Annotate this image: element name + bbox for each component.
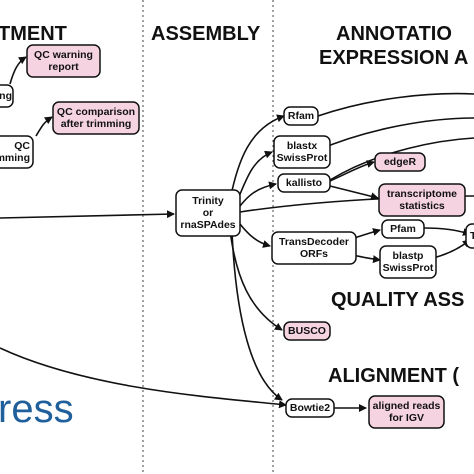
transcriptome-statistics-box[interactable] [378,183,466,217]
node-label-line: mming [0,152,30,164]
node-label-line: TransDecoder [279,236,349,248]
node-label-line: QC warning [34,49,93,61]
node-label-line: Bowtie2 [290,402,330,414]
node-label-line: edgeR [384,156,417,168]
section-quality-heading: QUALITY ASS [331,289,464,311]
t-fragment-label: T [470,230,474,242]
node-label-line: blastp [393,250,424,262]
node-label-line: QC [14,140,30,152]
blastp-box[interactable] [379,245,437,279]
node-label-line: transcriptome [387,188,457,200]
section-treatment-heading: TMENT [0,23,67,45]
node-label-line: QC comparison [57,106,135,118]
node-label-line: blastx [287,140,318,152]
busco-box[interactable] [283,321,331,341]
edger-label: edgeR [384,156,417,168]
nodes [0,44,474,429]
node-label-line: Trinity [192,195,224,207]
qc-trimming-box[interactable] [0,135,34,169]
node-label-line: for IGV [389,412,424,424]
section-alignment-heading: ALIGNMENT ( [328,365,459,387]
node-label-line: rnaSPAdes [180,219,235,231]
kallisto-label: kallisto [286,177,322,189]
edger-box[interactable] [374,152,426,172]
qc-warning-report-box[interactable] [26,44,101,78]
node-label-line: SwissProt [383,262,434,274]
node-label-line: SwissProt [277,152,328,164]
node-label-line: statistics [399,200,445,212]
busco-label: BUSCO [288,325,326,337]
node-label-line: BUSCO [288,325,326,337]
pfam-label: Pfam [390,223,416,235]
t-fragment-box[interactable] [465,223,474,249]
node-label-line: or [203,207,214,219]
logo-text: ress [0,387,74,431]
node-label-line: ORFs [300,248,328,260]
node-label-line: after trimming [61,118,132,130]
bowtie2-label: Bowtie2 [290,402,330,414]
transdecoder-box[interactable] [271,231,357,265]
node-label-line: Pfam [390,223,416,235]
section-assembly-heading: ASSEMBLY [151,23,261,45]
blastx-box[interactable] [273,135,331,169]
rfam-box[interactable] [283,106,319,126]
pfam-box[interactable] [381,219,425,239]
section-annotation-heading: ANNOTATIO [336,23,452,45]
node-label-line: aligned reads [373,400,441,412]
kallisto-box[interactable] [277,173,331,193]
aligned-reads-box[interactable] [368,395,445,429]
rfam-label: Rfam [288,110,314,122]
node-label-line: T [470,230,474,242]
ng-fragment-label: ng [0,90,12,102]
node-label-line: Rfam [288,110,314,122]
trinity-box[interactable] [175,189,241,237]
bowtie2-box[interactable] [285,398,335,418]
section-expression-heading: EXPRESSION A [319,47,468,69]
node-label-line: report [48,61,79,73]
node-label-line: ng [0,90,12,102]
node-label-line: kallisto [286,177,322,189]
qc-comparison-box[interactable] [52,101,140,135]
ng-fragment-box[interactable] [0,84,14,108]
